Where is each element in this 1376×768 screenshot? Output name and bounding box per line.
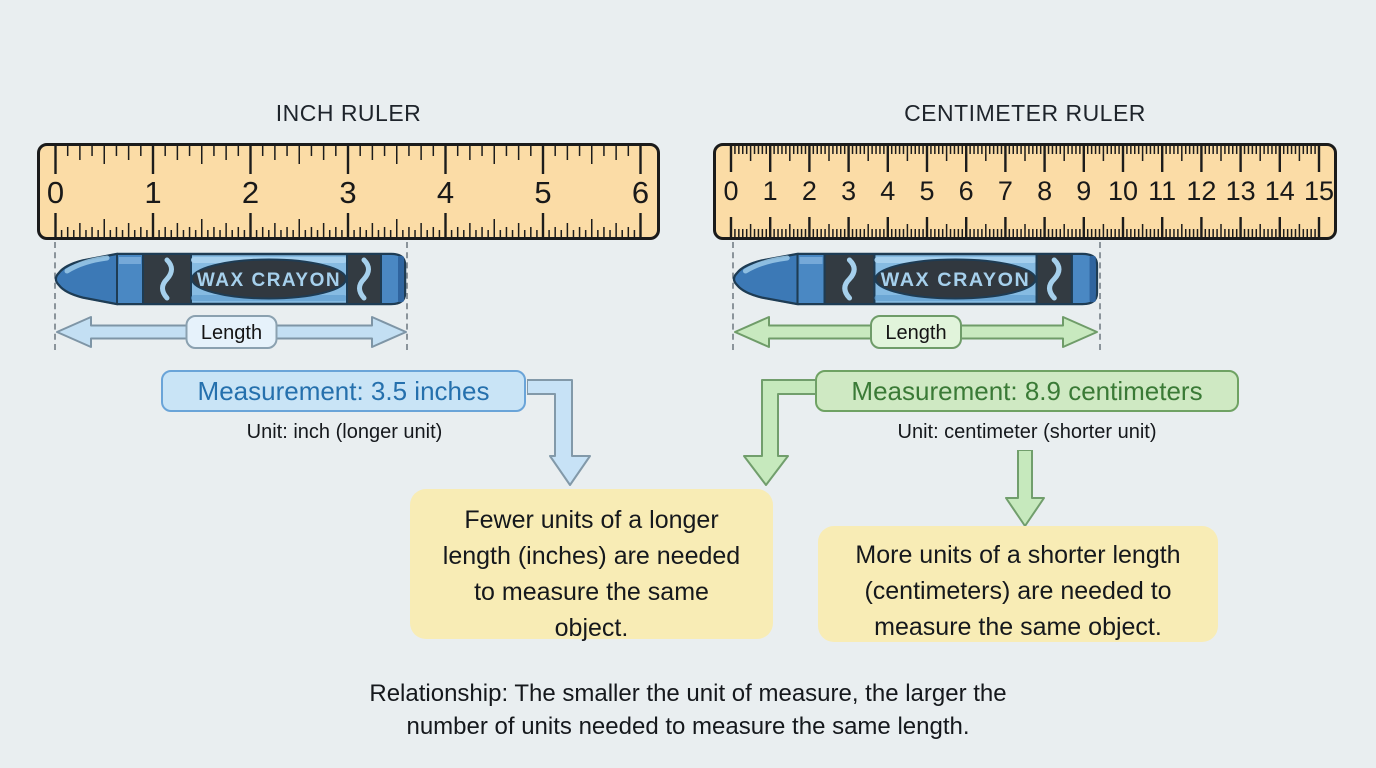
info-line: Fewer units of a longer — [464, 506, 719, 534]
svg-text:4: 4 — [880, 176, 895, 206]
svg-text:5: 5 — [919, 176, 934, 206]
unit-note-centimeter: Unit: centimeter (shorter unit) — [897, 421, 1157, 443]
svg-text:14: 14 — [1265, 176, 1295, 206]
crayon-inch — [53, 248, 409, 310]
centimeter-ruler-title: CENTIMETER RULER — [904, 100, 1146, 126]
svg-text:13: 13 — [1226, 176, 1256, 206]
info-line: length (inches) are needed — [442, 542, 741, 570]
length-label-cm: Length — [885, 322, 946, 344]
guide-line-cm-left — [732, 242, 734, 350]
svg-text:8: 8 — [1037, 176, 1052, 206]
svg-text:12: 12 — [1186, 176, 1216, 206]
elbow-arrow-blue-icon — [527, 379, 591, 486]
length-arrow-cm: Length — [734, 315, 1098, 349]
svg-text:3: 3 — [841, 176, 856, 206]
svg-text:1: 1 — [144, 175, 161, 210]
unit-note-inch: Unit: inch (longer unit) — [246, 421, 443, 443]
inch-ruler: 0 1 2 3 4 5 6 — [37, 143, 660, 240]
svg-text:2: 2 — [802, 176, 817, 206]
down-arrow-green-icon — [1005, 450, 1045, 527]
svg-text:4: 4 — [437, 175, 454, 210]
info-box-inches: Fewer units of a longer length (inches) … — [410, 489, 773, 642]
svg-text:7: 7 — [998, 176, 1013, 206]
svg-text:1: 1 — [763, 176, 778, 206]
svg-text:5: 5 — [534, 175, 551, 210]
inch-ruler-scale: 0 1 2 3 4 5 6 — [47, 146, 649, 237]
info-line: More units of a shorter length — [855, 541, 1181, 569]
info-line: to measure the same — [474, 578, 709, 606]
length-arrow-inch: Length — [56, 315, 407, 349]
measurement-box-inches: Measurement: 3.5 inches — [161, 370, 526, 412]
guide-line-inch-right — [406, 242, 408, 350]
measurement-box-centimeters: Measurement: 8.9 centimeters — [815, 370, 1239, 412]
info-line: (centimeters) are needed to — [864, 577, 1172, 605]
svg-text:3: 3 — [339, 175, 356, 210]
info-line: measure the same object. — [874, 613, 1162, 641]
inch-ruler-title: INCH RULER — [275, 100, 422, 126]
relationship-text: Relationship: The smaller the unit of me… — [0, 677, 1376, 743]
length-label-inch: Length — [201, 322, 262, 344]
svg-text:6: 6 — [959, 176, 974, 206]
guide-line-inch-left — [54, 242, 56, 350]
relationship-line-2: number of units needed to measure the sa… — [406, 713, 970, 740]
svg-text:2: 2 — [242, 175, 259, 210]
svg-text:0: 0 — [47, 175, 64, 210]
svg-text:15: 15 — [1304, 176, 1334, 206]
guide-line-cm-right — [1099, 242, 1101, 350]
svg-text:11: 11 — [1148, 176, 1176, 206]
svg-text:0: 0 — [723, 176, 738, 206]
info-line: object. — [554, 614, 629, 642]
elbow-arrow-green-icon — [743, 379, 816, 486]
svg-text:9: 9 — [1076, 176, 1091, 206]
crayon-cm — [731, 248, 1101, 310]
info-box-centimeters: More units of a shorter length (centimet… — [818, 526, 1218, 642]
relationship-line-1: Relationship: The smaller the unit of me… — [369, 680, 1007, 707]
svg-text:6: 6 — [632, 175, 649, 210]
svg-text:10: 10 — [1108, 176, 1138, 206]
